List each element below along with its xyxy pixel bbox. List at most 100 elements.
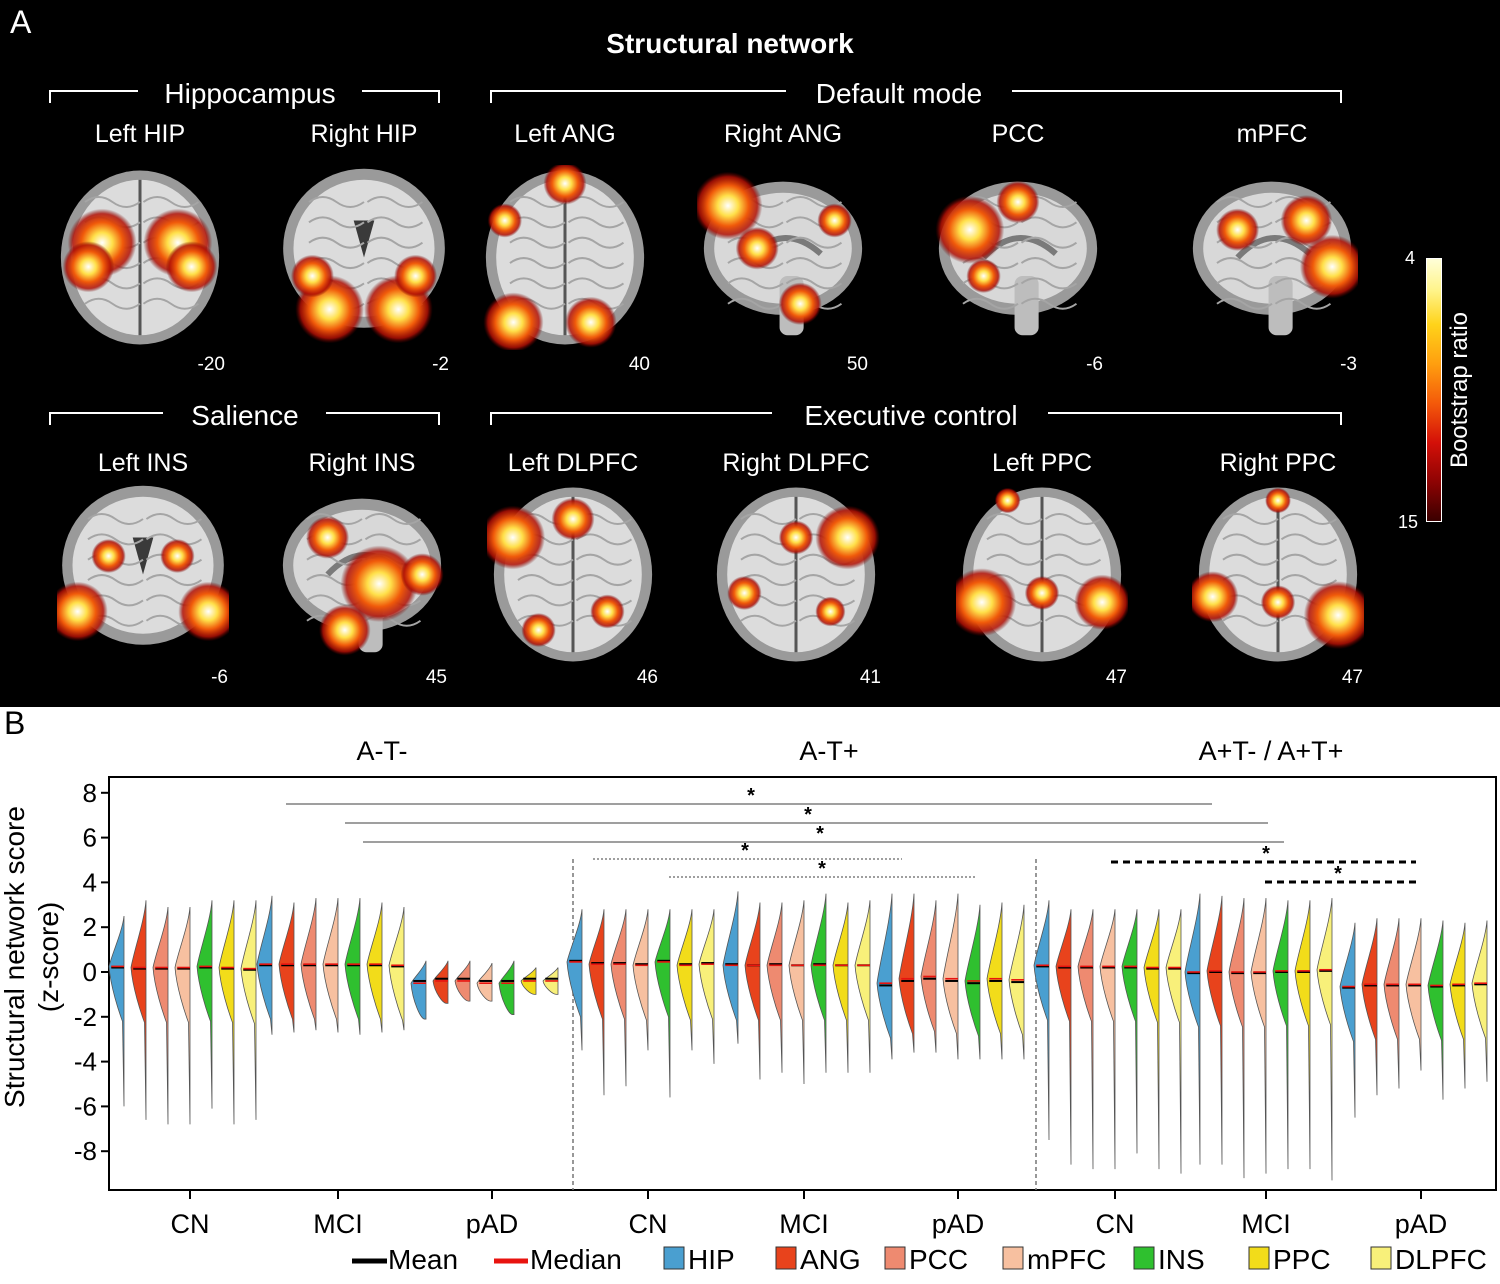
violin-ang xyxy=(278,902,295,1033)
biomarker-group-title: A-T- xyxy=(357,736,408,766)
legend-label-pcc: PCC xyxy=(909,1244,968,1275)
violin-hip xyxy=(876,893,893,1060)
panel-a-title: Structural network xyxy=(606,28,854,59)
violin-mpfc xyxy=(788,900,805,1085)
slice-number: 45 xyxy=(425,667,447,688)
panel-a-letter: A xyxy=(10,4,32,40)
brain-label: Right INS xyxy=(308,449,416,477)
legend-label-mpfc: mPFC xyxy=(1027,1244,1106,1275)
y-axis-label: Structural network score(z-score) xyxy=(0,806,64,1108)
violin-ins xyxy=(344,898,361,1035)
violin-hip xyxy=(410,960,427,1020)
x-tick-label: pAD xyxy=(1395,1209,1448,1239)
significance-star: * xyxy=(804,804,812,826)
violin-ppc xyxy=(1449,922,1466,1089)
legend-swatch-hip xyxy=(663,1246,685,1270)
violin-dlpfc xyxy=(388,907,405,1031)
violin-ins xyxy=(196,900,213,1109)
x-tick-label: CN xyxy=(629,1209,668,1239)
legend-label-ins: INS xyxy=(1158,1244,1205,1275)
x-tick-label: MCI xyxy=(313,1209,363,1239)
brain-label: PCC xyxy=(991,120,1045,148)
x-tick-label: MCI xyxy=(1241,1209,1291,1239)
brain-slice-image xyxy=(487,487,653,662)
slice-number: -6 xyxy=(1086,354,1103,375)
legend-swatch-pcc xyxy=(884,1246,906,1270)
violin-ang xyxy=(432,960,449,1004)
violin-hip xyxy=(108,915,125,1107)
violin-ang xyxy=(588,909,605,1096)
violin-hip xyxy=(1033,900,1050,1141)
violin-hip xyxy=(722,891,739,1044)
violin-dlpfc xyxy=(854,900,871,1073)
legend-swatch-ppc xyxy=(1248,1246,1270,1270)
violin-pcc xyxy=(766,902,783,1073)
biomarker-group-title: A+T- / A+T+ xyxy=(1199,736,1344,766)
violin-ins xyxy=(498,960,515,1015)
brain-slice-image xyxy=(1192,181,1358,336)
violin-dlpfc xyxy=(1316,898,1333,1181)
y-tick-label: 2 xyxy=(83,912,97,942)
slice-number: -2 xyxy=(432,354,449,375)
brain-slice-image xyxy=(935,180,1098,336)
violin-pcc xyxy=(152,907,169,1125)
violin-ppc xyxy=(218,900,235,1125)
legend-label-hip: HIP xyxy=(688,1244,735,1275)
violin-ang xyxy=(1206,895,1223,1165)
brain-label: Left PPC xyxy=(991,449,1093,477)
legend-median-label: Median xyxy=(530,1244,622,1275)
violin-ang xyxy=(744,902,761,1080)
y-tick-label: -4 xyxy=(74,1047,97,1077)
violin-dlpfc xyxy=(698,909,715,1064)
group-title-executive-control: Executive control xyxy=(804,400,1018,431)
violin-ppc xyxy=(676,909,693,1051)
violin-mpfc xyxy=(1405,918,1422,1071)
brain-label: Right ANG xyxy=(723,120,843,148)
violin-mpfc xyxy=(1250,898,1267,1174)
brain-slice-image xyxy=(697,171,863,336)
violin-dlpfc xyxy=(1471,920,1488,1082)
biomarker-group-title: A-T+ xyxy=(799,736,858,766)
significance-star: * xyxy=(818,858,826,880)
panel-a: A Structural network Hippocampus Default… xyxy=(0,0,1500,707)
violin-pcc xyxy=(1228,898,1245,1179)
violin-dlpfc xyxy=(240,900,257,1120)
y-tick-label: 4 xyxy=(83,867,97,897)
violin-pcc xyxy=(1077,909,1094,1170)
slice-number: 50 xyxy=(846,354,868,375)
group-title-salience: Salience xyxy=(191,400,299,431)
panel-b-letter: B xyxy=(4,705,26,741)
plot-frame xyxy=(108,776,1497,1191)
violin-dlpfc xyxy=(1165,909,1182,1174)
brain-label: mPFC xyxy=(1236,120,1308,148)
slice-number: 41 xyxy=(859,667,881,688)
violin-mpfc xyxy=(476,962,493,1002)
y-tick-label: 6 xyxy=(83,823,97,853)
violin-ang xyxy=(898,893,915,1053)
brain-slice-image xyxy=(1192,487,1364,662)
significance-star: * xyxy=(816,823,824,845)
legend-swatch-ang xyxy=(775,1246,797,1270)
significance-star: * xyxy=(1262,843,1270,865)
brain-slice-image xyxy=(57,485,229,645)
legend-label-dlpfc: DLPFC xyxy=(1395,1244,1487,1275)
legend-mean-label: Mean xyxy=(388,1244,458,1275)
violin-ins xyxy=(1272,900,1289,1170)
violin-ppc xyxy=(1143,909,1160,1170)
violin-ins xyxy=(654,909,671,1098)
brain-slice-image xyxy=(283,168,445,344)
slice-number: 47 xyxy=(1105,667,1127,688)
legend-swatch-dlpfc xyxy=(1370,1246,1392,1270)
x-tick-label: CN xyxy=(171,1209,210,1239)
violin-ins xyxy=(1121,909,1138,1154)
legend-label-ppc: PPC xyxy=(1273,1244,1331,1275)
y-tick-label: -8 xyxy=(74,1136,97,1166)
colorbar-top-label: 4 xyxy=(1405,248,1416,268)
brain-label: Left DLPFC xyxy=(507,449,639,477)
violin-ppc xyxy=(1294,900,1311,1170)
violin-mpfc xyxy=(1099,909,1116,1170)
violin-ang xyxy=(1361,918,1378,1096)
group-brackets xyxy=(49,90,1342,425)
violin-ins xyxy=(1427,920,1444,1100)
